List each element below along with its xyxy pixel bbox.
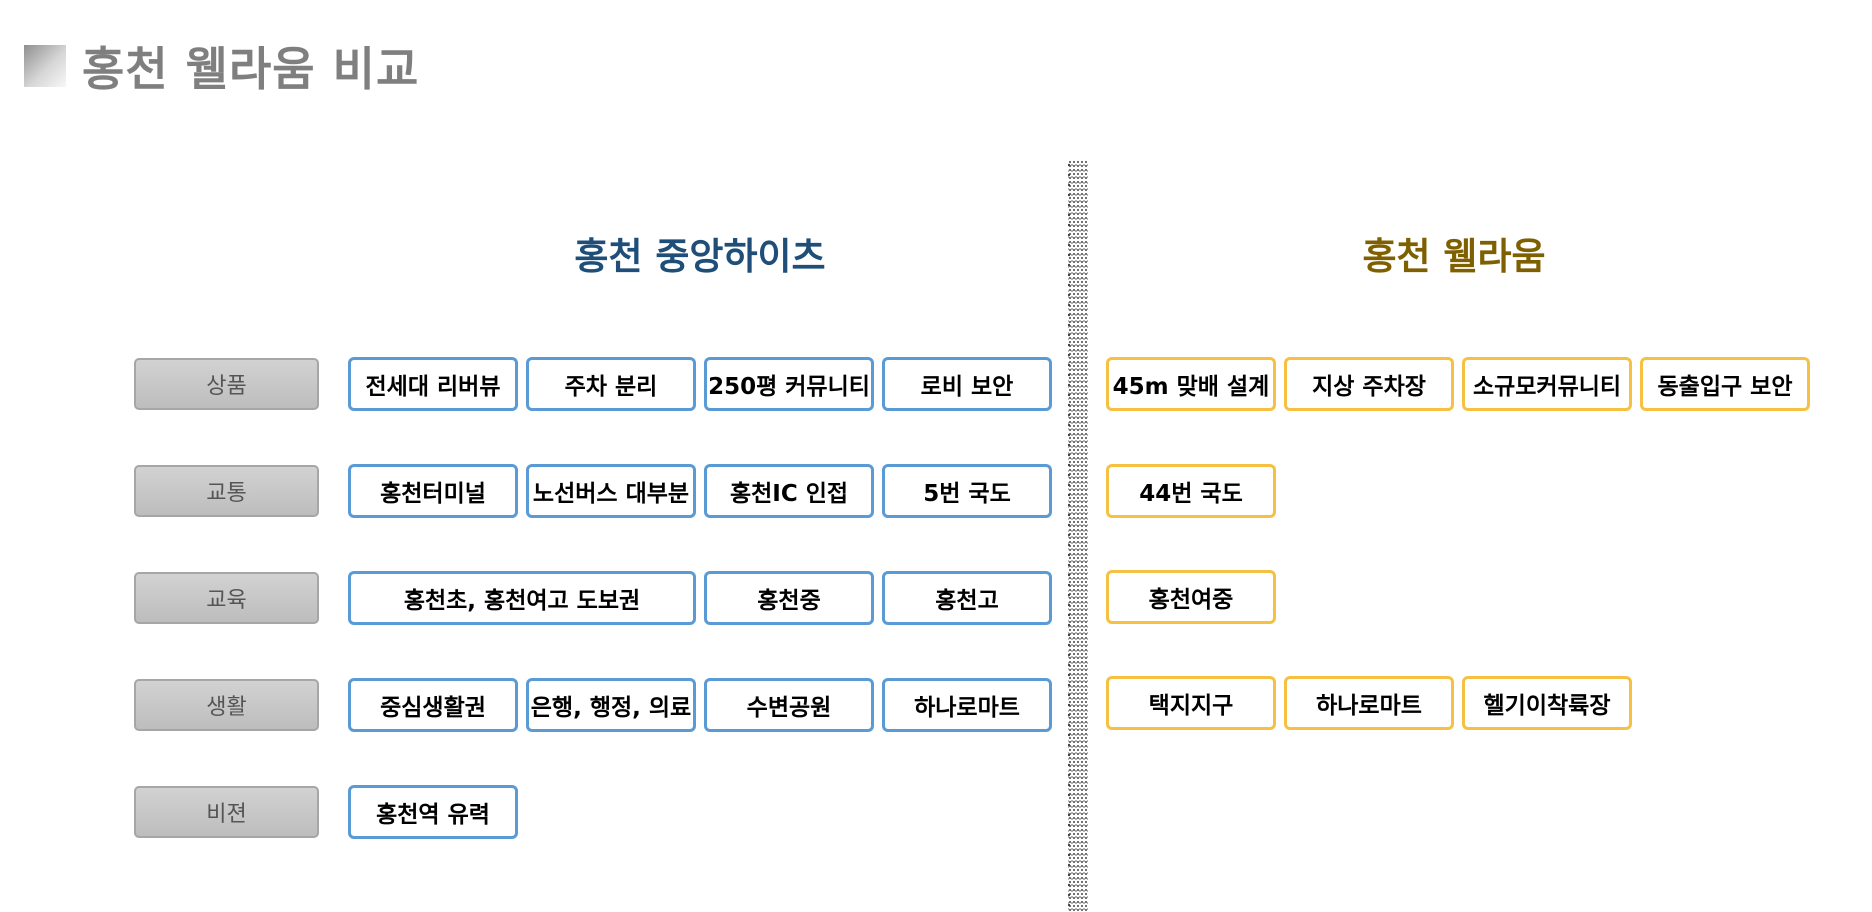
page-title: 홍천 웰라움 비교 [82, 42, 420, 96]
right-chip: 택지지구 [1106, 676, 1276, 730]
left-chip: 홍천IC 인접 [704, 464, 874, 518]
left-chip: 은행, 행정, 의료 [526, 678, 696, 732]
left-chip: 250평 커뮤니티 [704, 357, 874, 411]
left-chip: 홍천터미널 [348, 464, 518, 518]
page-header: 홍천 웰라움 비교 [24, 36, 419, 96]
left-chip: 수변공원 [704, 678, 874, 732]
category-vision: 비젼 [134, 786, 319, 838]
left-chip: 하나로마트 [882, 678, 1052, 732]
left-chip: 홍천초, 홍천여고 도보권 [348, 571, 696, 625]
right-chip: 45m 맞배 설계 [1106, 357, 1276, 411]
right-chip: 하나로마트 [1284, 676, 1454, 730]
left-chip: 로비 보안 [882, 357, 1052, 411]
right-chip: 44번 국도 [1106, 464, 1276, 518]
left-chip: 홍천역 유력 [348, 785, 518, 839]
category-education: 교육 [134, 572, 319, 624]
column-divider [1068, 160, 1088, 912]
right-chip: 홍천여중 [1106, 570, 1276, 624]
left-chip: 홍천고 [882, 571, 1052, 625]
right-chip: 지상 주차장 [1284, 357, 1454, 411]
right-chip: 동출입구 보안 [1640, 357, 1810, 411]
left-column-title: 홍천 중앙하이츠 [574, 235, 826, 278]
right-chip: 소규모커뮤니티 [1462, 357, 1632, 411]
left-chip: 중심생활권 [348, 678, 518, 732]
category-transport: 교통 [134, 465, 319, 517]
left-chip: 전세대 리버뷰 [348, 357, 518, 411]
left-chip: 홍천중 [704, 571, 874, 625]
right-chip: 헬기이착륙장 [1462, 676, 1632, 730]
left-chip: 주차 분리 [526, 357, 696, 411]
category-living: 생활 [134, 679, 319, 731]
right-column-title: 홍천 웰라움 [1362, 235, 1546, 278]
left-chip: 5번 국도 [882, 464, 1052, 518]
category-product: 상품 [134, 358, 319, 410]
title-bullet-icon [24, 45, 66, 87]
left-chip: 노선버스 대부분 [526, 464, 696, 518]
